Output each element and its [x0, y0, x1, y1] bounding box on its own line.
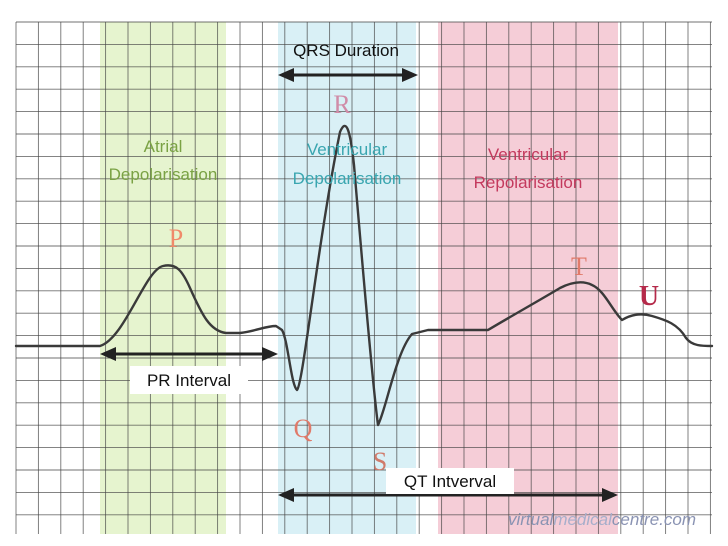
s-wave-label: S: [373, 447, 387, 476]
qt-interval-label: QT Intverval: [404, 472, 496, 491]
qt-interval-label-bg: [386, 468, 514, 494]
pr-interval-label-bg: [130, 366, 248, 394]
t-wave-label: T: [571, 252, 587, 281]
ventricular-repolarisation-label-line1: Ventricular: [488, 145, 569, 164]
qt-interval-arrow: [278, 488, 618, 502]
ventricular-depolarisation-label-line1: Ventricular: [307, 140, 388, 159]
pr-interval-arrow: [100, 347, 278, 361]
ecg-grid: [15, 21, 712, 534]
ventricular-repolarisation-label-line2: Repolarisation: [474, 173, 583, 192]
ventricular-repolarisation-zone: [438, 22, 618, 534]
qrs-duration-label: QRS Duration: [293, 41, 399, 60]
ecg-trace: [14, 124, 714, 427]
ventricular-depolarisation-label-line2: Depolarisation: [293, 169, 402, 188]
pr-interval-label: PR Interval: [147, 371, 231, 390]
u-wave-label: U: [639, 281, 659, 312]
r-wave-label: R: [333, 90, 351, 119]
ventricular-depolarisation-zone: [278, 22, 416, 534]
atrial-label-line2: Depolarisation: [109, 165, 218, 184]
watermark: virtualmedicalcentre.com: [508, 510, 696, 529]
qrs-duration-arrow: [278, 68, 418, 82]
q-wave-label: Q: [294, 414, 313, 443]
atrial-label-line1: Atrial: [144, 137, 183, 156]
atrial-zone: [100, 22, 226, 534]
p-wave-label: P: [169, 224, 183, 253]
